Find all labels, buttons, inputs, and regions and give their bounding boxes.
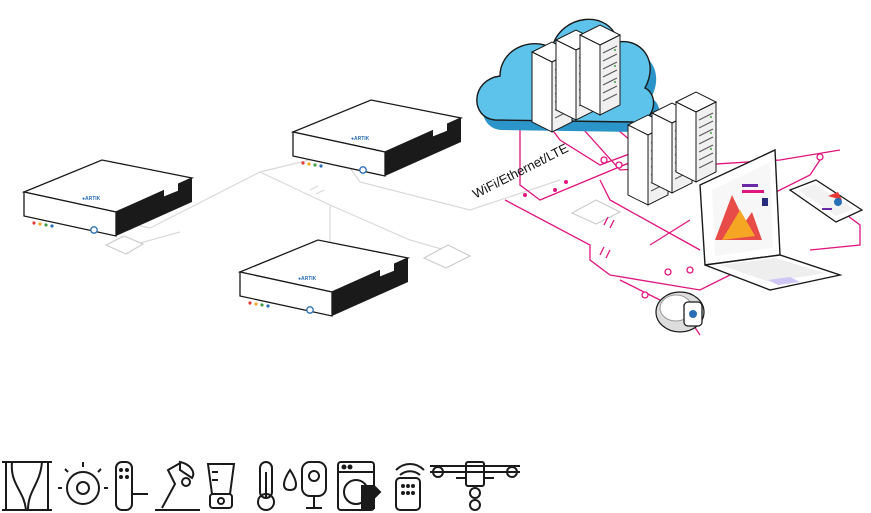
laptop-dashboard-icon bbox=[699, 148, 843, 291]
gateway-pad-right bbox=[570, 199, 622, 225]
desk-lamp-icon bbox=[155, 460, 200, 511]
drone-icon bbox=[430, 461, 520, 511]
gateway-pad-left bbox=[104, 235, 145, 255]
smartwatch-icon bbox=[655, 291, 705, 333]
washing-machine-icon bbox=[337, 461, 382, 511]
hub-device-middle bbox=[239, 239, 409, 317]
link-nodes bbox=[523, 180, 568, 197]
smart-devices-row bbox=[2, 460, 520, 511]
local-network-lines bbox=[119, 154, 561, 259]
gateway-pad-middle bbox=[422, 244, 472, 269]
hub-device-top bbox=[292, 99, 462, 177]
hub-device-left bbox=[23, 159, 193, 237]
wifi-remote-icon bbox=[395, 463, 425, 511]
smartphone-dashboard-icon bbox=[788, 179, 864, 223]
cloud-server-icon bbox=[476, 18, 660, 133]
security-camera-icon bbox=[301, 461, 327, 509]
thermometer-humidity-icon bbox=[257, 461, 297, 511]
curtains-icon bbox=[2, 461, 52, 511]
blender-icon bbox=[206, 463, 236, 509]
smart-bulb-icon bbox=[58, 462, 108, 505]
smart-lock-icon bbox=[115, 461, 148, 511]
